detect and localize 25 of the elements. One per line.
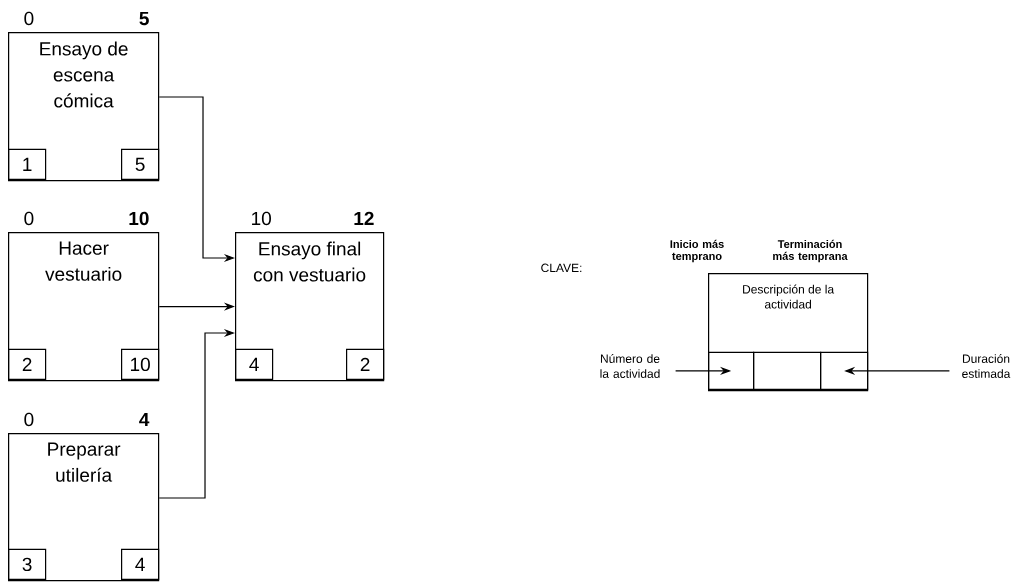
- callout-text: Duración estimada: [962, 354, 1011, 378]
- activity-number-cell: 4: [235, 348, 274, 380]
- key-label: CLAVE:: [541, 263, 582, 273]
- finish-time: 4: [139, 412, 150, 426]
- duration-cell: 10: [121, 348, 160, 380]
- activity-number-cell: 3: [8, 548, 47, 580]
- key-cell: [820, 351, 869, 390]
- column-heading: Inicio más temprano: [670, 239, 724, 263]
- duration-cell: 5: [121, 148, 160, 180]
- key-cell: [708, 351, 755, 390]
- duration-cell: 2: [346, 348, 385, 380]
- activity-number-cell: 2: [8, 348, 47, 380]
- duration-cell: 4: [121, 548, 160, 580]
- column-heading: Terminación más temprana: [773, 239, 848, 263]
- start-time: 0: [24, 211, 34, 226]
- start-time: 0: [24, 11, 34, 26]
- finish-time: 5: [139, 11, 149, 26]
- activity-box: Descripción de la actividad: [708, 273, 869, 392]
- activity-number-cell: 1: [8, 148, 47, 180]
- key-cell: [753, 351, 822, 390]
- finish-time: 10: [129, 211, 149, 226]
- start-time: 0: [24, 412, 34, 427]
- callout-text: Número de la actividad: [600, 354, 660, 378]
- finish-time: 12: [354, 211, 374, 225]
- start-time: 10: [252, 211, 271, 226]
